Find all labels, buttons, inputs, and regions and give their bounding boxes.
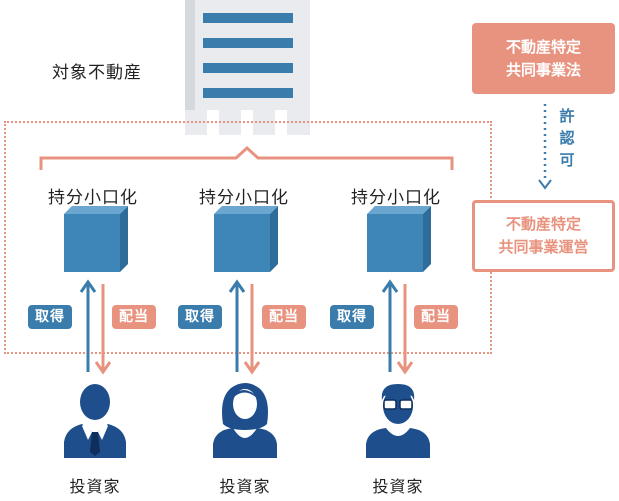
investor-label-3: 投資家: [372, 477, 424, 496]
permit-char-3: 可: [559, 151, 575, 169]
biz-box-line1: 不動産特定: [505, 215, 581, 233]
specified-joint-business-law-box: 不動産特定 共同事業法: [472, 23, 615, 94]
share-cube-2: [214, 206, 278, 272]
acquire-badge-3: 取得: [330, 305, 374, 329]
specified-joint-business-operation-box: 不動産特定 共同事業運営: [472, 200, 615, 272]
biz-box-line2: 共同事業運営: [498, 238, 589, 256]
property-label: 対象不動産: [52, 63, 142, 83]
fraction-label-1: 持分小口化: [48, 188, 138, 208]
dividend-badge-1: 配当: [112, 305, 156, 329]
share-cube-1: [64, 206, 128, 272]
dividend-badge-3: 配当: [414, 305, 458, 329]
investor-male-icon: [64, 384, 126, 458]
acquire-badge-2: 取得: [178, 305, 222, 329]
investor-glasses-icon: [366, 384, 430, 458]
investor-female-icon: [213, 383, 277, 458]
permit-label: 許 認 可: [557, 105, 577, 171]
investor-label-2: 投資家: [219, 477, 271, 496]
dividend-badge-2: 配当: [262, 305, 306, 329]
law-box-line2: 共同事業法: [505, 60, 581, 79]
acquire-badge-1: 取得: [28, 305, 72, 329]
permit-char-1: 許: [559, 107, 575, 125]
fraction-label-2: 持分小口化: [199, 188, 289, 208]
law-box-line1: 不動産特定: [505, 37, 581, 56]
investor-label-1: 投資家: [69, 477, 121, 496]
fraction-label-3: 持分小口化: [351, 188, 441, 208]
building-icon: [185, 0, 310, 135]
permit-char-2: 認: [559, 129, 575, 147]
share-cube-3: [367, 206, 431, 272]
